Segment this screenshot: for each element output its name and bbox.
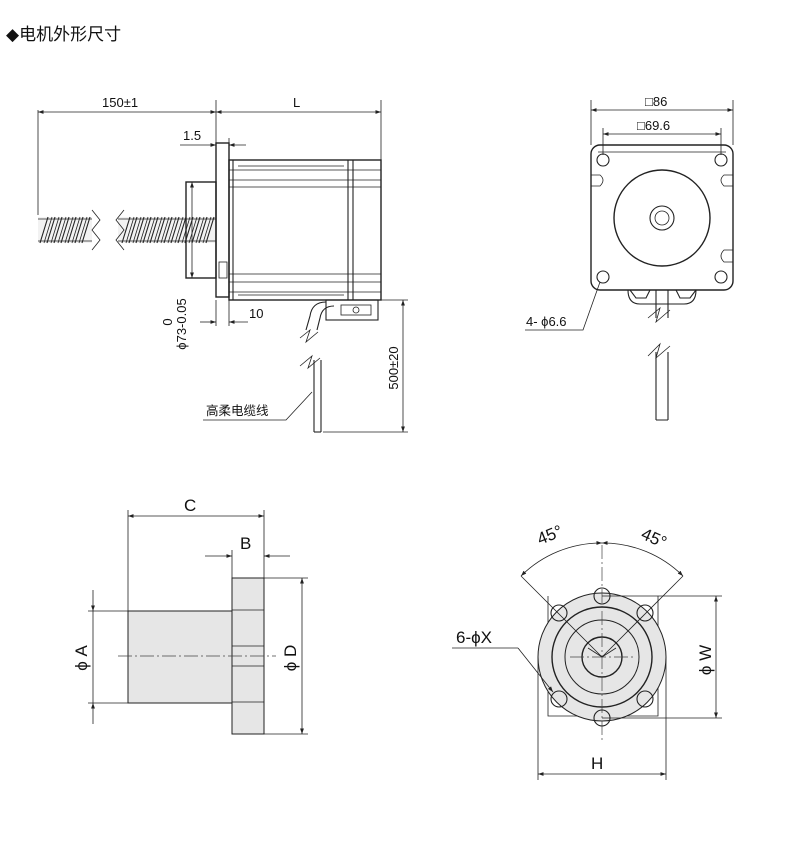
flange-thickness-label: 1.5 xyxy=(183,128,201,143)
flange-diameter-label: ϕ D xyxy=(281,645,300,672)
mount-hole xyxy=(596,153,610,167)
mount-hole xyxy=(714,270,728,284)
hole-spacing-label: □69.6 xyxy=(637,118,670,133)
mount-hole xyxy=(714,153,728,167)
body-diameter-label: ϕ A xyxy=(72,645,91,671)
mount-hole xyxy=(596,270,610,284)
shaft-length-label: 150±1 xyxy=(102,95,138,110)
section-title: ◆电机外形尺寸 xyxy=(6,25,121,45)
nut-front-view: 45° 45° 6-ϕX ϕ W H xyxy=(452,521,722,780)
angle-right-label: 45° xyxy=(638,524,669,552)
mount-holes-label: 4- ϕ6.6 xyxy=(526,314,567,329)
lead-screw-right xyxy=(115,209,216,251)
bolt-circle-label: ϕ W xyxy=(696,645,715,675)
flange-width-label: B xyxy=(240,534,251,553)
width-label: H xyxy=(591,754,603,773)
pilot-depth-label: 10 xyxy=(249,306,263,321)
body-length-label: L xyxy=(293,95,300,110)
pilot-diameter-tol: 0 xyxy=(160,318,175,325)
lead-screw-left xyxy=(38,209,101,251)
frame-size-label: □86 xyxy=(645,94,667,109)
cable-label: 高柔电缆线 xyxy=(206,403,269,418)
angle-left-label: 45° xyxy=(534,521,565,548)
nut-hole xyxy=(636,604,654,622)
motor-side-view: 150±1 L 1.5 0 ϕ73-0.05 10 500±20 高柔电缆线 xyxy=(37,95,408,433)
holes-label: 6-ϕX xyxy=(456,628,492,647)
pilot-diameter-label: ϕ73-0.05 xyxy=(174,298,189,349)
nut-hole xyxy=(636,690,654,708)
nut-hole xyxy=(550,690,568,708)
nut-side-view: C B ϕ A ϕ D xyxy=(72,496,308,735)
cable-length-label: 500±20 xyxy=(386,346,401,389)
motor-front-view: □86 □69.6 4- ϕ6.6 xyxy=(525,94,734,421)
cable xyxy=(299,328,322,433)
total-length-label: C xyxy=(184,496,196,515)
nut-hole xyxy=(550,604,568,622)
